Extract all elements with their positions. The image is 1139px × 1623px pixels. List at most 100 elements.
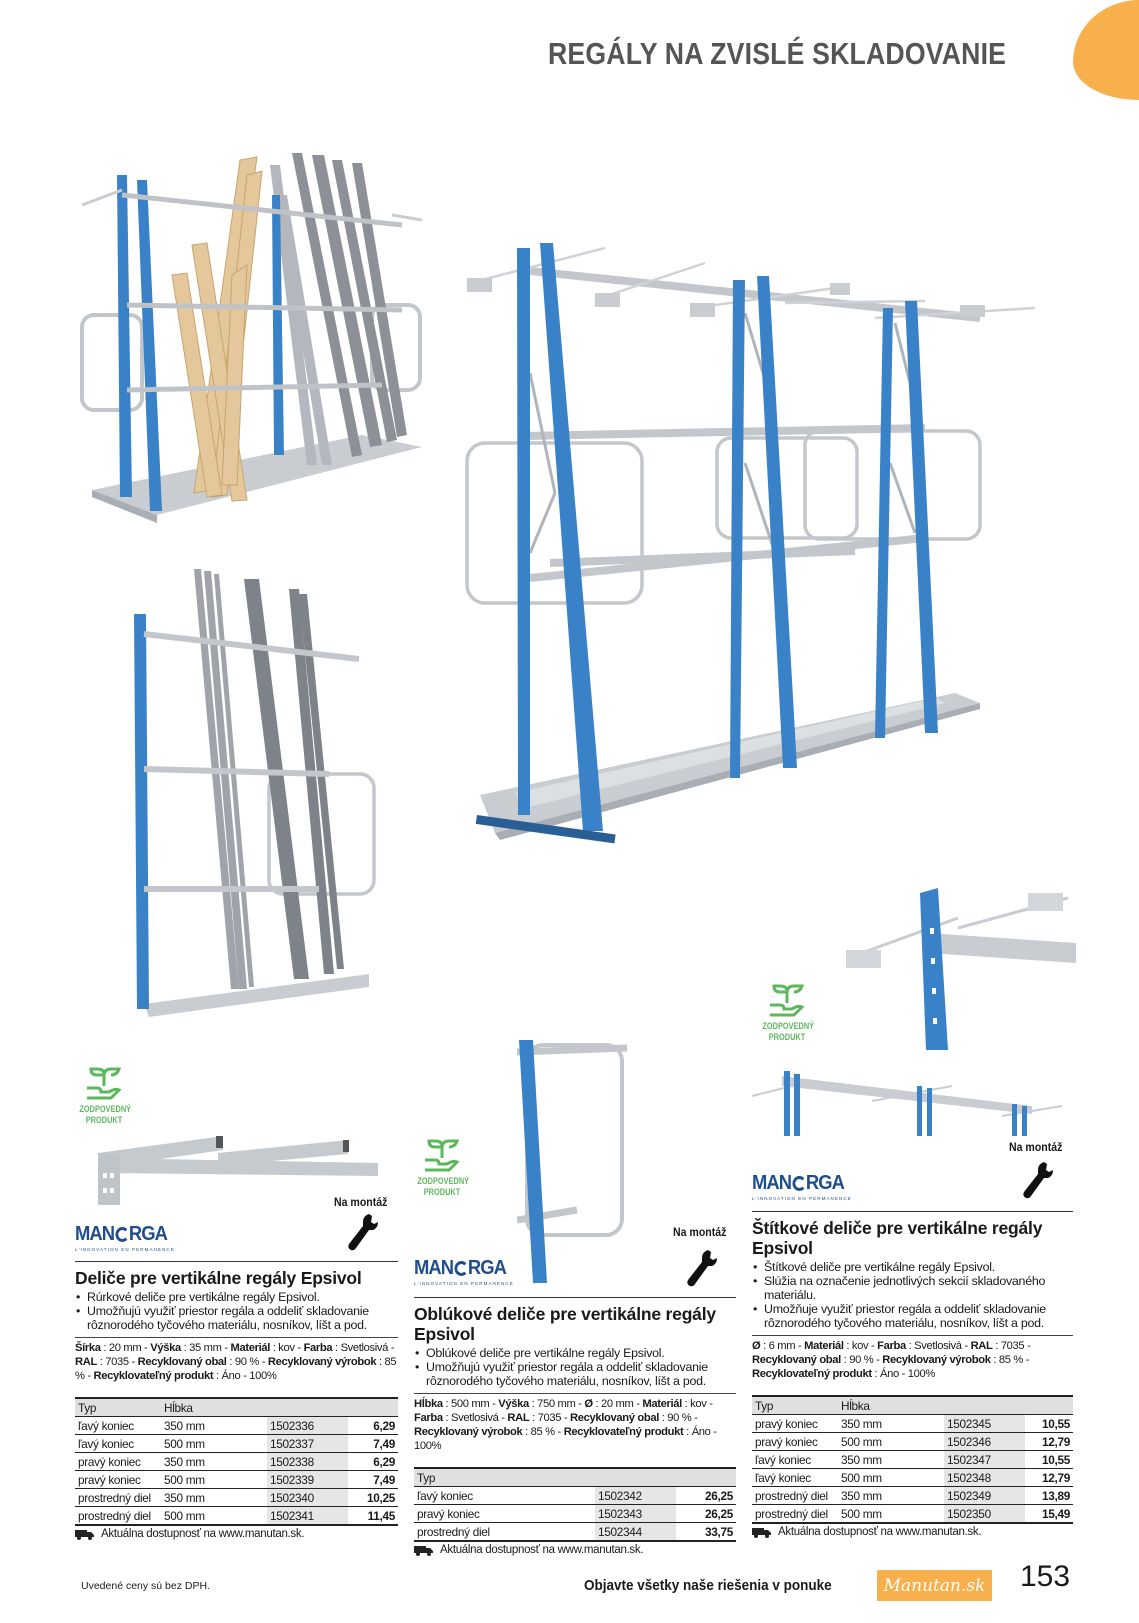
availability-text[interactable]: Aktuálna dostupnosť na www.manutan.sk. [440, 1544, 644, 1556]
cell-depth: 350 mm [838, 1486, 944, 1505]
cell-price: 12,79 [1025, 1432, 1073, 1451]
spec-label: Výška [498, 1398, 529, 1410]
logo-text-right: RGA [467, 1257, 507, 1279]
cell-price: 10,55 [1025, 1414, 1073, 1433]
spec-label: Recyklovaný obal [137, 1356, 227, 1368]
feature-bullet: Umožňujú využiť priestor regála a oddeli… [75, 1304, 398, 1332]
spec-value: Svetlosivá [914, 1340, 962, 1352]
spec-label: Šírka [75, 1342, 101, 1354]
spec-value: 85 % [998, 1354, 1023, 1366]
column-header: Typ [752, 1395, 838, 1415]
logo-o-mark [792, 1176, 806, 1191]
cell-price: 13,89 [1025, 1486, 1073, 1505]
spec-value: kov [851, 1340, 869, 1352]
cell-item-code: 1502346 [944, 1432, 1025, 1451]
cell-price: 7,49 [348, 1470, 398, 1489]
cell-type: prostredný diel [414, 1522, 595, 1542]
page-title: REGÁLY NA ZVISLÉ SKLADOVANIE [548, 36, 1007, 71]
product-block-label-dividers: Štítkové deliče pre vertikálne regály Ep… [752, 1211, 1073, 1538]
cell-price: 12,79 [1025, 1468, 1073, 1487]
product-block-arc-dividers: Oblúkové deliče pre vertikálne regály Ep… [414, 1297, 736, 1556]
cell-depth: 500 mm [161, 1506, 267, 1526]
plant-hand-icon [770, 984, 805, 1017]
column-header-code [595, 1467, 676, 1487]
spec-value: kov [278, 1342, 295, 1354]
table-header-row: Typ [414, 1467, 736, 1487]
cell-price: 7,49 [348, 1434, 398, 1453]
product-title: Štítkové deliče pre vertikálne regály Ep… [752, 1218, 1043, 1258]
availability-text[interactable]: Aktuálna dostupnosť na www.manutan.sk. [101, 1528, 305, 1540]
spec-label: Recyklovaný výrobok [882, 1354, 991, 1366]
spec-label: Výška [150, 1342, 181, 1354]
spec-label: Ø [584, 1398, 593, 1410]
cell-depth: 350 mm [838, 1414, 944, 1433]
cell-price: 6,29 [348, 1416, 398, 1435]
cell-item-code: 1502338 [267, 1452, 348, 1471]
spec-label: Ø [752, 1340, 761, 1352]
feature-bullet: Umožňujú využiť priestor regála a oddeli… [414, 1360, 736, 1388]
spec-label: RAL [970, 1340, 993, 1352]
spec-label: Recyklovateľný produkt [563, 1426, 684, 1438]
spec-value: 85 % [530, 1426, 555, 1438]
column-header-price [676, 1467, 736, 1487]
spec-value: 90 % [667, 1412, 692, 1424]
spec-line: Hĺbka : 500 mm - Výška : 750 mm - Ø : 20… [414, 1393, 736, 1453]
assembly-required-label: Na montáž [673, 1225, 727, 1239]
column-header-code [267, 1397, 348, 1417]
photo-label-divider-closeup [838, 888, 1076, 1050]
feature-list: Štítkové deliče pre vertikálne regály Ep… [752, 1260, 1073, 1330]
photo-label-dividers-on-rack [752, 1066, 1066, 1138]
eco-label-line1: ZODPOVEDNÝ [762, 1021, 815, 1031]
spec-value: 7035 [105, 1356, 129, 1368]
price-note: Uvedené ceny sú bez DPH. [81, 1580, 210, 1592]
feature-bullet: Štítkové deliče pre vertikálne regály Ep… [752, 1260, 1073, 1274]
spec-label: Materiál [804, 1340, 844, 1352]
cell-item-code: 1502339 [267, 1470, 348, 1489]
cell-depth: 500 mm [838, 1468, 944, 1487]
spec-value: Áno - 100% [221, 1370, 277, 1382]
photo-rack-with-profiles [119, 569, 393, 1045]
logo-tagline: L'INNOVATION EN PERMANENCE [752, 1196, 852, 1201]
cell-item-code: 1502348 [944, 1468, 1025, 1487]
spec-value: 6 mm [768, 1340, 796, 1352]
spec-value: kov [690, 1398, 707, 1410]
responsible-product-badge: ZODPOVEDNÝ PRODUKT [74, 1066, 134, 1126]
manutan-badge-link[interactable]: Manutan.sk [877, 1570, 992, 1601]
cell-type: ľavý koniec [75, 1416, 161, 1435]
product-block-tube-dividers: Deliče pre vertikálne regály EpsivolRúrk… [75, 1261, 398, 1540]
feature-bullet: Oblúkové deliče pre vertikálne regály Ep… [414, 1346, 736, 1360]
feature-list: Oblúkové deliče pre vertikálne regály Ep… [414, 1346, 736, 1388]
logo-tagline: L'INNOVATION EN PERMANENCE [75, 1247, 175, 1252]
spec-label: Recyklovaný výrobok [267, 1356, 377, 1368]
eco-label-line1: ZODPOVEDNÝ [417, 1176, 470, 1186]
availability-text[interactable]: Aktuálna dostupnosť na www.manutan.sk. [778, 1526, 982, 1538]
spec-value: Svetlosivá [451, 1412, 499, 1424]
cell-item-code: 1502344 [595, 1522, 676, 1542]
column-header: Typ [414, 1467, 595, 1487]
feature-bullet: Umožňuje využiť priestor regála a oddeli… [752, 1302, 1073, 1330]
cell-type: ľavý koniec [414, 1486, 595, 1505]
cell-depth: 500 mm [838, 1504, 944, 1524]
column-header: Hĺbka [838, 1395, 944, 1415]
cell-type: prostredný diel [75, 1506, 161, 1526]
spec-label: RAL [507, 1412, 530, 1424]
